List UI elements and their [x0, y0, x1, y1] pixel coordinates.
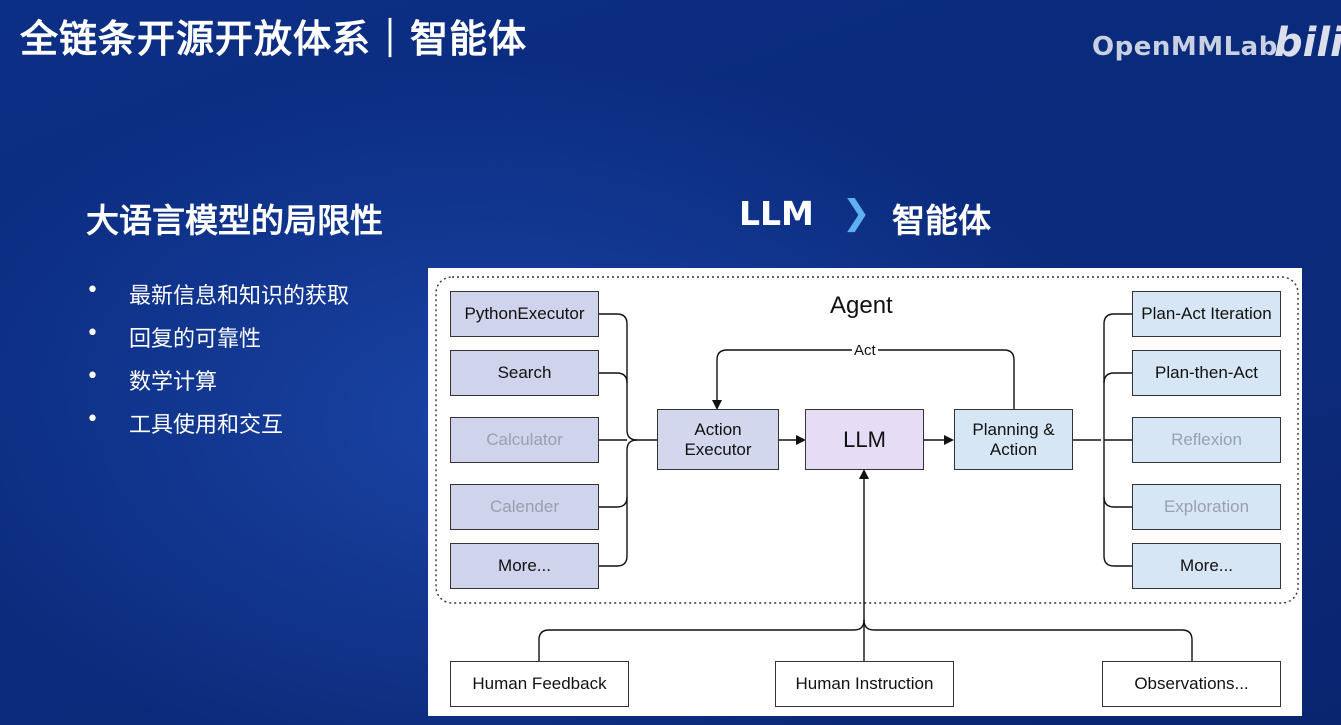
planning-action-box: Planning & Action — [954, 409, 1073, 470]
agent-diagram: Agent Act PythonExecutor Search Calculat… — [428, 268, 1302, 716]
action-executor-box: Action Executor — [657, 409, 779, 470]
bullet-icon: • — [86, 321, 99, 346]
input-box-observations: Observations... — [1102, 661, 1281, 707]
plan-box-plan-act-iteration: Plan-Act Iteration — [1132, 291, 1281, 337]
bullet-icon: • — [86, 364, 99, 389]
plan-box-more: More... — [1132, 543, 1281, 589]
list-item-text: 工具使用和交互 — [129, 413, 284, 438]
act-label: Act — [852, 342, 878, 359]
list-item-text: 最新信息和知识的获取 — [129, 284, 350, 309]
input-connector — [863, 619, 1193, 661]
diagram-connectors — [435, 276, 1299, 661]
tool-connector — [599, 496, 628, 508]
input-connector — [538, 619, 865, 661]
bullet-icon: • — [86, 278, 99, 303]
tool-connector — [599, 313, 657, 441]
agent-label: Agent — [830, 292, 893, 319]
agent-boundary — [435, 276, 1299, 604]
list-item-text: 数学计算 — [129, 370, 218, 395]
tool-box-more: More... — [450, 543, 599, 589]
tool-box-python-executor: PythonExecutor — [450, 291, 599, 337]
tool-box-calculator: Calculator — [450, 417, 599, 463]
slide-title: 全链条开源开放体系｜智能体 — [20, 17, 528, 61]
plan-box-plan-then-act: Plan-then-Act — [1132, 350, 1281, 396]
llm-box: LLM — [805, 409, 924, 470]
plan-connector — [1103, 496, 1132, 508]
tool-connector — [599, 439, 638, 567]
plan-box-exploration: Exploration — [1132, 484, 1281, 530]
list-item-text: 回复的可靠性 — [129, 327, 262, 352]
llm-heading: LLM — [739, 194, 814, 233]
tool-box-search: Search — [450, 350, 599, 396]
agent-heading: 智能体 — [892, 201, 991, 240]
limitations-heading: 大语言模型的局限性 — [86, 201, 383, 240]
chevron-right-icon: ❯ — [842, 193, 871, 233]
bullet-icon: • — [86, 407, 99, 432]
plan-box-reflexion: Reflexion — [1132, 417, 1281, 463]
input-box-human-feedback: Human Feedback — [450, 661, 629, 707]
watermark-logo: bili — [1274, 20, 1341, 66]
plan-connector — [1103, 372, 1132, 384]
tool-connector — [599, 372, 628, 384]
tool-box-calender: Calender — [450, 484, 599, 530]
brand-logo: OpenMMLab — [1092, 32, 1278, 62]
input-box-human-instruction: Human Instruction — [775, 661, 954, 707]
